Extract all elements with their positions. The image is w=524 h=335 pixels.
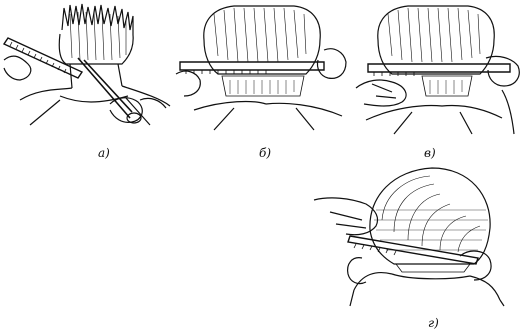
caption-c: в) (424, 147, 436, 159)
panel-a-drawing (0, 0, 175, 140)
panel-b-drawing (174, 0, 352, 140)
panel-c: в) (352, 0, 524, 140)
panel-b: б) (174, 0, 352, 140)
caption-d: г) (428, 317, 439, 329)
panel-c-drawing (352, 0, 524, 140)
panel-d: г) (310, 160, 524, 310)
caption-a: а) (98, 147, 110, 159)
panel-d-drawing (310, 160, 524, 310)
panel-a: а) (0, 0, 175, 140)
caption-b: б) (259, 147, 271, 159)
